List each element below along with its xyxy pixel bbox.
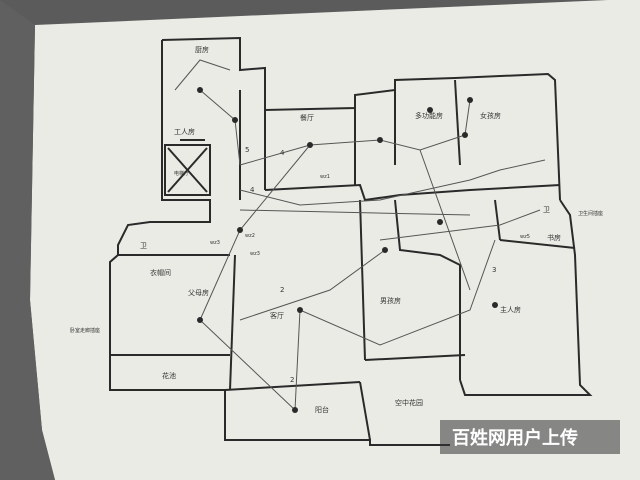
wire-wz3a: wz3	[250, 251, 260, 257]
watermark-text: 百姓网用户上传	[452, 427, 578, 449]
circuit-3: 3	[492, 266, 496, 274]
wire-wz2: wz2	[245, 233, 255, 239]
room-labels: 厨房 餐厅 多功能房 女孩房 卫 衣帽间 父母房 客厅 男孩房 主人房 卫 阳台…	[70, 45, 603, 414]
paper-sheet	[30, 0, 640, 480]
walls	[109, 36, 593, 446]
master-bath-label: 卫	[543, 206, 550, 214]
daughter-room-label: 女孩房	[480, 111, 501, 120]
wiring	[174, 59, 546, 412]
worker-label: 工人房	[174, 127, 195, 136]
master-label: 主人房	[500, 305, 521, 314]
watermark-bg	[440, 420, 620, 454]
bath-label: 卫	[140, 242, 147, 250]
sky-garden-label: 空中花园	[395, 398, 423, 407]
kitchen-label: 厨房	[195, 45, 209, 54]
living-label: 客厅	[270, 311, 284, 320]
fixtures	[197, 87, 498, 413]
balcony-label: 阳台	[315, 405, 329, 414]
circuit-2b: 2	[290, 376, 294, 384]
note-right: 卫生间插座	[578, 210, 603, 217]
circuit-2a: 2	[280, 286, 284, 294]
garden-label: 花池	[162, 371, 176, 380]
wire-wz1: wz1	[320, 174, 330, 180]
circuit-4: 4	[280, 149, 285, 157]
study-label: 书房	[547, 233, 561, 242]
wire-wz5: wz5	[520, 234, 530, 240]
note-left: 卧室走廊插座	[70, 327, 100, 334]
multi-room-label: 多功能房	[415, 111, 443, 120]
elder-room-label: 父母房	[188, 288, 209, 297]
circuit-labels: 4 5 4 2 2 3 wz1 wz2 wz3 wz3 wz5	[210, 146, 530, 384]
circuit-5: 5	[245, 146, 249, 154]
dining-label: 餐厅	[300, 113, 314, 122]
wire-wz3b: wz3	[210, 240, 220, 246]
circuit-4b: 4	[250, 186, 255, 194]
elevator-label: 电梯厅	[174, 170, 189, 177]
boy-room-label: 男孩房	[380, 296, 401, 305]
cloak-label: 衣帽间	[150, 268, 171, 277]
